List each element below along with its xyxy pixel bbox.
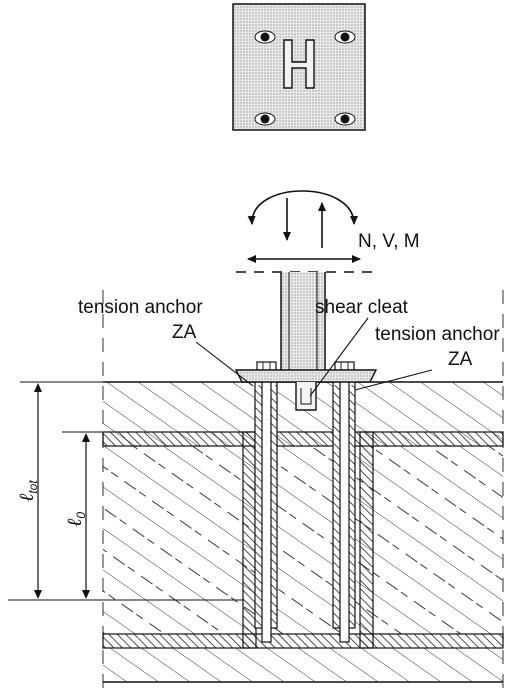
- anchor-hole-top-right: [334, 30, 356, 44]
- inner-web-left: [242, 431, 257, 649]
- bottom-face-plate: [102, 633, 504, 649]
- anchor-right-label-line2: ZA: [448, 349, 473, 370]
- steel-column: [280, 272, 326, 370]
- load-label: N, V, M: [358, 231, 420, 252]
- anchor-right-label-line1: tension anchor: [375, 324, 500, 345]
- tension-anchor-right: [332, 361, 356, 643]
- l-0-symbol: ℓ0: [64, 512, 88, 527]
- anchor-left-label-line2: ZA: [172, 322, 197, 343]
- load-symbols: N, V, M: [236, 190, 420, 273]
- inner-web-right: [359, 431, 374, 649]
- leader-shear-cleat: [309, 317, 369, 397]
- dimension-l-0: ℓ0: [62, 431, 243, 599]
- leader-anchor-right: [354, 369, 433, 391]
- leader-anchor-left: [195, 341, 254, 387]
- moment-arc-arrow: [247, 190, 358, 225]
- top-face-plate: [102, 431, 504, 447]
- anchor-hole-top-left: [254, 30, 276, 44]
- core-fill: [103, 446, 503, 634]
- base-plate-section: [234, 369, 378, 383]
- l-tot-symbol: ℓtot: [16, 480, 40, 502]
- anchor-left-label-line1: tension anchor: [78, 297, 203, 318]
- tension-anchor-left: [254, 361, 278, 643]
- h-profile-outline: [283, 39, 315, 89]
- base-plate-top-view: [232, 3, 366, 131]
- shear-cleat-label: shear cleat: [315, 297, 409, 318]
- shear-cleat: [295, 382, 317, 411]
- dimension-l-tot: ℓtot: [8, 381, 255, 601]
- anchor-hole-bottom-left: [254, 112, 276, 126]
- anchor-hole-bottom-right: [334, 112, 356, 126]
- bottom-slab: [103, 648, 503, 682]
